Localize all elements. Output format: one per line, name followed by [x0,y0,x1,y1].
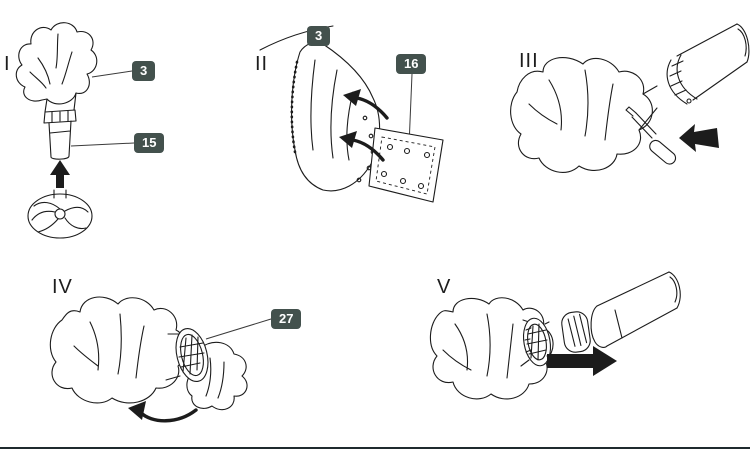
clamp-collar-drawing [666,54,698,105]
footer-divider [0,447,750,449]
callout-16-badge: 16 [396,54,427,74]
step-numeral: I [4,53,11,75]
step-panel-3: III [505,0,750,245]
step-numeral: II [255,53,269,75]
step-numeral: IV [52,276,73,298]
bag-flap-drawing [290,41,381,192]
attach-up-arrow [50,160,70,188]
step-numeral: III [519,50,539,72]
step-numeral: V [437,276,452,298]
callout-15-badge: 15 [134,133,165,153]
twist-curved-arrow [128,401,198,423]
blower-tube-drawing [676,23,750,101]
step-5-illustration [429,271,681,400]
step-4-illustration [49,296,272,423]
catcher-bag-drawing [510,57,658,173]
screwdriver-drawing [625,106,677,165]
step-panel-1: I 3 15 [0,0,230,245]
bag-tube-drawing [43,92,77,160]
callout-3-badge: 3 [307,26,331,46]
step-2-illustration [259,25,444,203]
catcher-bag-drawing [49,296,187,404]
zipper-dotted-line [290,60,299,154]
catcher-bag-drawing [15,22,98,105]
press-direction-arrow [679,124,719,152]
fastening-panel-drawing [368,127,444,203]
callout-leader-line [205,318,272,340]
callout-leader-line [91,70,133,78]
collar-ring-drawing [522,317,552,367]
blower-tube-drawing [590,271,681,348]
step-panel-2: II 3 16 [245,0,490,245]
step-3-illustration [510,23,750,173]
attach-curved-arrows [339,89,389,162]
callout-3-badge: 3 [132,61,156,81]
step-1-illustration [15,22,135,239]
clamp-ring-drawing [561,311,591,353]
collar-ring-drawing [175,328,209,382]
fan-housing-drawing [27,189,93,239]
callout-27-badge: 27 [271,309,302,329]
slide-direction-arrow [547,346,617,376]
step-panel-4: IV 27 [40,262,340,447]
step-panel-5: V [425,262,750,447]
callout-leader-line [70,142,135,147]
